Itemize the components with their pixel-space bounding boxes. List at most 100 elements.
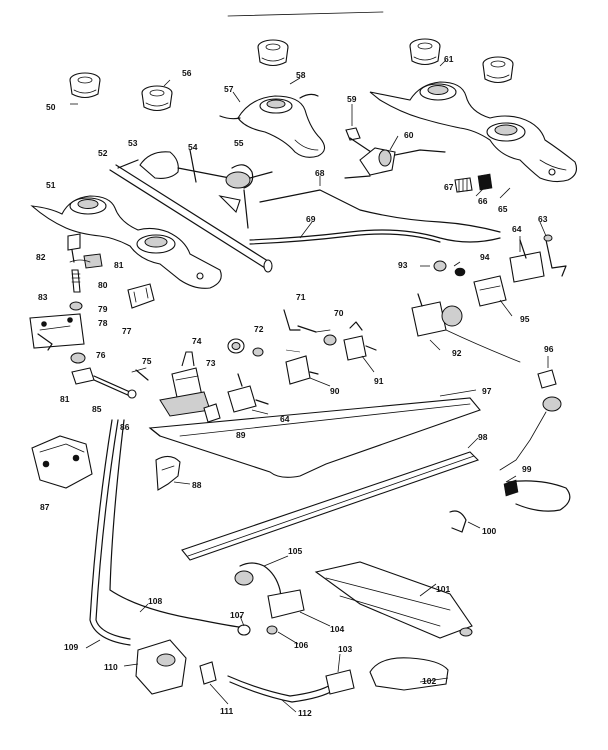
broil-burner-98 xyxy=(181,451,480,561)
valve-74 xyxy=(159,351,211,417)
label-81a: 81 xyxy=(114,260,124,270)
bracket-102 xyxy=(369,657,449,691)
oven-burner-97 xyxy=(148,397,481,478)
label-61: 61 xyxy=(444,54,454,64)
label-73: 73 xyxy=(206,358,216,368)
label-70: 70 xyxy=(334,308,344,318)
bracket-88 xyxy=(155,455,181,491)
label-95: 95 xyxy=(520,314,530,324)
gas-line-109 xyxy=(89,419,131,646)
wire-harness-99 xyxy=(503,479,571,512)
label-64a: 64 xyxy=(512,224,522,234)
label-54: 54 xyxy=(188,142,198,152)
label-99: 99 xyxy=(522,464,532,474)
clip-100 xyxy=(449,510,467,533)
orifice-94 xyxy=(454,267,466,277)
fitting-70 xyxy=(323,334,337,346)
spark-electrode-80 xyxy=(71,269,81,293)
label-68: 68 xyxy=(315,168,325,178)
burner-cap-56 xyxy=(141,85,173,112)
valve-91 xyxy=(343,321,377,361)
label-80: 80 xyxy=(98,280,108,290)
label-103: 103 xyxy=(338,644,352,654)
label-76: 76 xyxy=(96,350,106,360)
knob-73 xyxy=(227,338,245,354)
label-85: 85 xyxy=(92,404,102,414)
label-83: 83 xyxy=(38,292,48,302)
label-101: 101 xyxy=(436,584,450,594)
gas-line-108 xyxy=(109,419,247,629)
burner-cap-61b xyxy=(482,56,514,84)
label-107: 107 xyxy=(230,610,244,620)
regulator-87 xyxy=(31,435,93,489)
label-100: 100 xyxy=(482,526,496,536)
nut-106 xyxy=(266,625,278,635)
label-65: 65 xyxy=(498,204,508,214)
label-79: 79 xyxy=(98,304,108,314)
label-86: 86 xyxy=(120,422,130,432)
label-60: 60 xyxy=(404,130,414,140)
label-57: 57 xyxy=(224,84,234,94)
fitting-103 xyxy=(325,669,355,695)
plug-89 xyxy=(203,403,221,423)
fitting-67 xyxy=(454,177,473,193)
fitting-111 xyxy=(199,661,217,685)
label-96: 96 xyxy=(544,344,554,354)
gas-tube-69 xyxy=(249,229,501,245)
header-rule xyxy=(227,11,384,17)
label-59: 59 xyxy=(347,94,357,104)
label-52: 52 xyxy=(98,148,108,158)
label-78: 78 xyxy=(98,318,108,328)
valve-95 xyxy=(473,275,507,307)
label-55: 55 xyxy=(234,138,244,148)
label-104: 104 xyxy=(330,624,344,634)
label-88: 88 xyxy=(192,480,202,490)
label-108: 108 xyxy=(148,596,162,606)
label-102: 102 xyxy=(422,676,436,686)
burner-cap-50 xyxy=(69,72,101,99)
label-77: 77 xyxy=(122,326,132,336)
part-labels: 50 56 57 58 61 59 53 54 55 52 60 51 68 6… xyxy=(36,54,554,718)
valve-64a-63 xyxy=(509,234,567,283)
burner-assembly-58 xyxy=(219,93,326,158)
label-63: 63 xyxy=(538,214,548,224)
label-56: 56 xyxy=(182,68,192,78)
sensor-96 xyxy=(499,369,562,471)
nut-93 xyxy=(433,260,447,272)
label-67: 67 xyxy=(444,182,454,192)
label-90: 90 xyxy=(330,386,340,396)
leader-lines xyxy=(70,59,549,713)
label-66: 66 xyxy=(478,196,488,206)
label-110: 110 xyxy=(104,662,118,672)
label-111: 111 xyxy=(220,706,234,716)
bracket-83-78 xyxy=(29,313,85,351)
burner-cap-58 xyxy=(257,39,289,67)
valve-110 xyxy=(135,639,187,695)
label-82: 82 xyxy=(36,252,46,262)
label-81b: 81 xyxy=(60,394,70,404)
fitting-107 xyxy=(237,624,251,636)
valve-assembly-53-55 xyxy=(139,149,273,229)
label-69: 69 xyxy=(306,214,316,224)
valve-bracket-59-60 xyxy=(344,127,446,179)
tube-fitting-81-85 xyxy=(71,367,137,399)
label-91: 91 xyxy=(374,376,384,386)
label-50: 50 xyxy=(46,102,56,112)
label-51: 51 xyxy=(46,180,56,190)
label-53: 53 xyxy=(128,138,138,148)
label-98: 98 xyxy=(478,432,488,442)
label-87: 87 xyxy=(40,502,50,512)
label-72: 72 xyxy=(254,324,264,334)
clip-77 xyxy=(127,283,155,309)
burner-assembly-61-65 xyxy=(369,81,577,183)
label-105: 105 xyxy=(288,546,302,556)
label-71: 71 xyxy=(296,292,306,302)
orifice-66 xyxy=(477,173,493,191)
label-112: 112 xyxy=(298,708,312,718)
label-109: 109 xyxy=(64,642,78,652)
broil-burner-101 xyxy=(314,561,473,639)
label-92: 92 xyxy=(452,348,462,358)
burner-assembly-51 xyxy=(30,195,222,289)
nut-72 xyxy=(252,347,264,357)
